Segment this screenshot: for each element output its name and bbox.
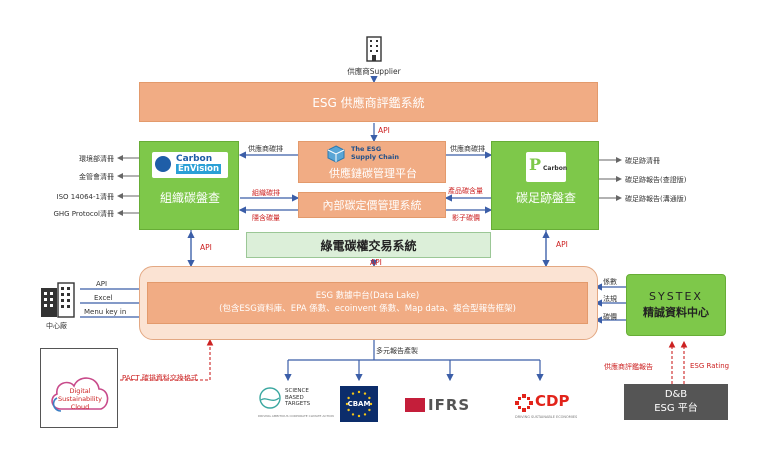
internal-left-bottom: 隱含碳量 xyxy=(252,214,280,222)
systex-line2: 精誠資料中心 xyxy=(643,306,709,319)
product-output-0: 碳足跡清冊 xyxy=(625,157,660,165)
logo-carbon-small: Carbon xyxy=(543,165,568,172)
factory-buildings-icon xyxy=(40,282,76,318)
esg-rating-system[interactable]: ESG 供應商評鑑系統 xyxy=(139,82,598,122)
cube-icon xyxy=(327,145,345,163)
internal-right-top: 產品碳含量 xyxy=(448,187,483,195)
sbti-text: SCIENCE BASED TARGETS xyxy=(285,388,310,408)
org-output-1: 金管會清冊 xyxy=(79,173,114,181)
cloud-icon xyxy=(51,377,109,412)
org-output-0: 環境部清冊 xyxy=(79,155,114,163)
data-input-api: API xyxy=(96,280,108,288)
ifrs-mark-icon xyxy=(405,398,425,412)
globe-icon xyxy=(155,156,171,172)
ifrs-text: IFRS xyxy=(428,396,471,414)
org-carbon-inventory[interactable]: Carbon EnVision 組織碳盤查 xyxy=(139,141,239,230)
product-output-1: 碳足跡報告(查證版) xyxy=(625,176,687,184)
cbam-text: CBAM xyxy=(347,400,371,408)
factory-label: 中心廠 xyxy=(46,322,67,330)
data-input-regulation: 法規 xyxy=(603,295,617,303)
api-label-right: API xyxy=(556,240,568,249)
internal-carbon-pricing[interactable]: 內部碳定價管理系統 xyxy=(298,192,446,218)
logo-carbon-text: Carbon xyxy=(176,154,213,164)
carbon-envision-logo: Carbon EnVision xyxy=(152,152,228,178)
cdp-text: CDP xyxy=(535,392,570,410)
cdp-burst-icon xyxy=(515,394,533,412)
green-power-title: 綠電碳權交易系統 xyxy=(320,238,417,253)
dnb-esg-platform[interactable]: D&B ESG 平台 xyxy=(624,384,728,420)
cdp-logo: CDP DRIVING SUSTAINABLE ECONOMIES xyxy=(515,392,585,424)
sbti-text-line3: TARGETS xyxy=(285,401,311,407)
sbti-text-line1: SCIENCE xyxy=(285,388,309,394)
data-lake-line1: ESG 數據中台(Data Lake) xyxy=(315,291,420,301)
cloud-line3: Cloud xyxy=(70,403,90,411)
cloud-line1: Digital xyxy=(69,387,91,395)
dnb-flow-left: 供應商評鑑報告 xyxy=(604,363,653,371)
esg-data-lake[interactable]: ESG 數據中台(Data Lake) (包含ESG資料庫、EPA 係數、eco… xyxy=(147,282,588,324)
eu-stars-icon xyxy=(345,390,373,418)
supply-chain-logo-line2: Supply Chain xyxy=(351,153,399,161)
org-output-3: GHG Protocol清冊 xyxy=(53,210,114,218)
sbti-wave-icon xyxy=(259,387,281,409)
internal-left-top: 組織碳排 xyxy=(252,189,280,197)
carbon-footprint-logo: P Carbon xyxy=(526,152,568,182)
sbti-logo: SCIENCE BASED TARGETS DRIVING AMBITIOUS … xyxy=(258,384,334,424)
data-input-menu: Menu key in xyxy=(84,308,127,316)
supply-chain-right-flow: 供應商碳排 xyxy=(450,145,485,153)
pact-flow-label: PACT 碳排資料交換格式 xyxy=(122,374,198,382)
data-input-carbon-price: 碳價 xyxy=(603,313,617,321)
cloud-text: Digital Sustainability Cloud xyxy=(41,387,119,411)
supply-chain-platform[interactable]: The ESG Supply Chain 供應鏈碳管理平台 xyxy=(298,141,446,183)
data-input-excel: Excel xyxy=(94,294,113,302)
internal-right-bottom: 影子碳價 xyxy=(452,214,480,222)
org-output-2: ISO 14064-1清冊 xyxy=(56,193,115,201)
supply-chain-title: 供應鏈碳管理平台 xyxy=(329,167,417,180)
sbti-text-line2: BASED xyxy=(285,394,304,401)
internal-carbon-pricing-title: 內部碳定價管理系統 xyxy=(322,199,422,212)
org-carbon-title: 組織碳盤查 xyxy=(159,190,220,205)
supply-chain-logo-line1: The ESG xyxy=(351,145,382,153)
digital-sustainability-cloud[interactable]: Digital Sustainability Cloud xyxy=(40,348,118,428)
systex-line1: SYSTEX xyxy=(649,290,703,303)
dnb-line1: D&B xyxy=(664,389,688,400)
product-carbon-title: 碳足跡盤查 xyxy=(515,190,576,205)
ifrs-logo: IFRS xyxy=(405,396,495,416)
reports-label: 多元報告產製 xyxy=(376,347,418,355)
supplier-label: 供應商Supplier xyxy=(347,67,401,76)
cloud-line2: Sustainability xyxy=(57,395,102,403)
esg-rating-system-title: ESG 供應商評鑑系統 xyxy=(312,95,425,110)
api-label-left: API xyxy=(200,243,212,252)
building-icon xyxy=(362,34,386,62)
api-label-top: API xyxy=(378,126,390,135)
product-carbon-footprint[interactable]: P Carbon 碳足跡盤查 xyxy=(491,141,599,230)
product-output-2: 碳足跡報告(溝通版) xyxy=(625,195,687,203)
data-lake-line2: (包含ESG資料庫、EPA 係數、ecoinvent 係數、Map data、複… xyxy=(219,304,516,314)
api-label-center: API xyxy=(370,258,382,267)
cbam-logo: CBAM xyxy=(340,386,378,422)
logo-envision-text: EnVision xyxy=(176,164,222,174)
dnb-flow-right: ESG Rating xyxy=(690,362,730,370)
leaf-icon: P xyxy=(529,155,542,174)
green-power-trading[interactable]: 綠電碳權交易系統 xyxy=(246,232,491,258)
cdp-subtext: DRIVING SUSTAINABLE ECONOMIES xyxy=(515,415,578,419)
sbti-subtext: DRIVING AMBITIOUS CORPORATE CLIMATE ACTI… xyxy=(258,414,334,418)
systex-data-center[interactable]: SYSTEX 精誠資料中心 xyxy=(626,274,726,336)
data-input-coefficient: 係數 xyxy=(603,278,617,286)
dnb-line2: ESG 平台 xyxy=(654,403,698,414)
supply-chain-left-flow: 供應商碳排 xyxy=(248,145,283,153)
